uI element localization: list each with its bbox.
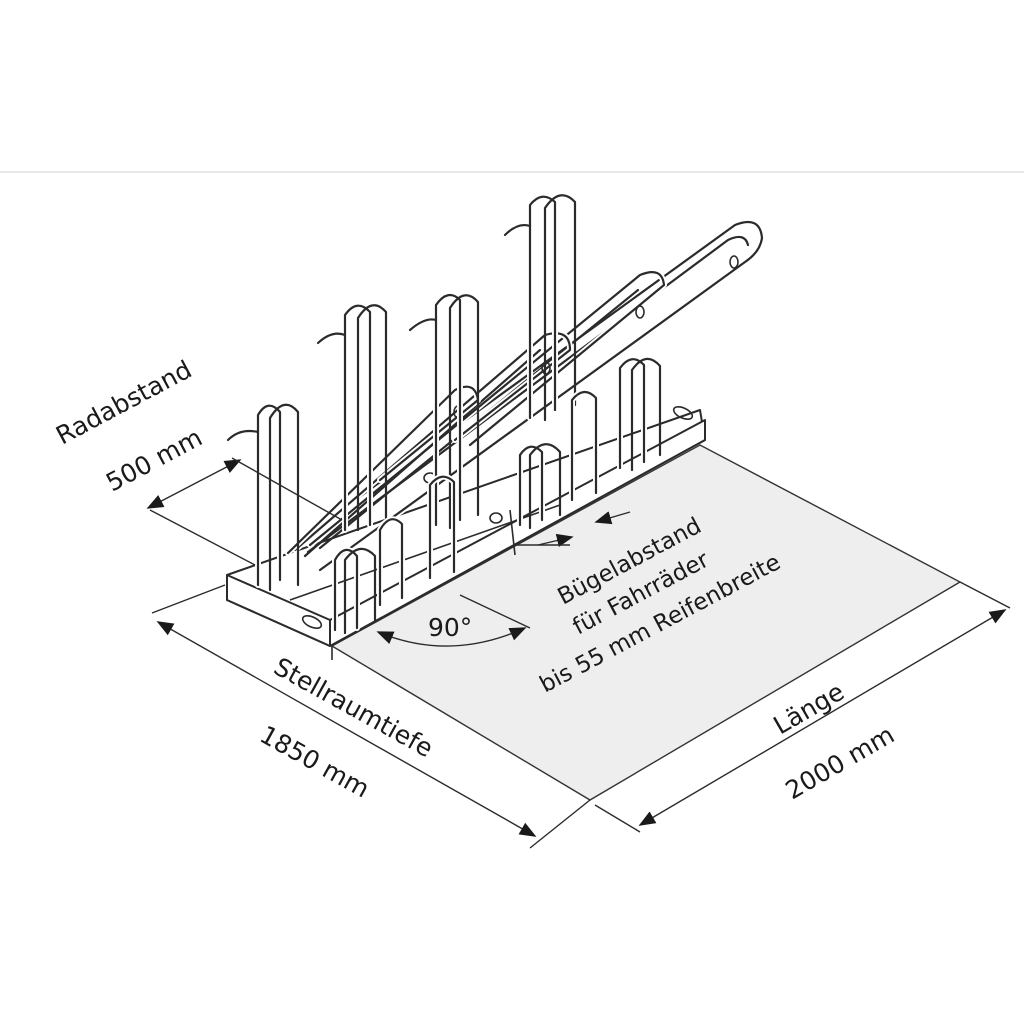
laenge-dimension (594, 581, 1011, 833)
buegelabstand-dimension (515, 511, 631, 548)
angle-label: 90° (428, 613, 472, 642)
vertical-hoops (226, 193, 577, 592)
stellraumtiefe-dimension (151, 584, 591, 849)
laenge-value: 2000 mm (781, 720, 900, 805)
lower-hoops (332, 356, 662, 635)
stellraumtiefe-value: 1850 mm (255, 720, 374, 804)
radabstand-dimension (146, 457, 343, 566)
